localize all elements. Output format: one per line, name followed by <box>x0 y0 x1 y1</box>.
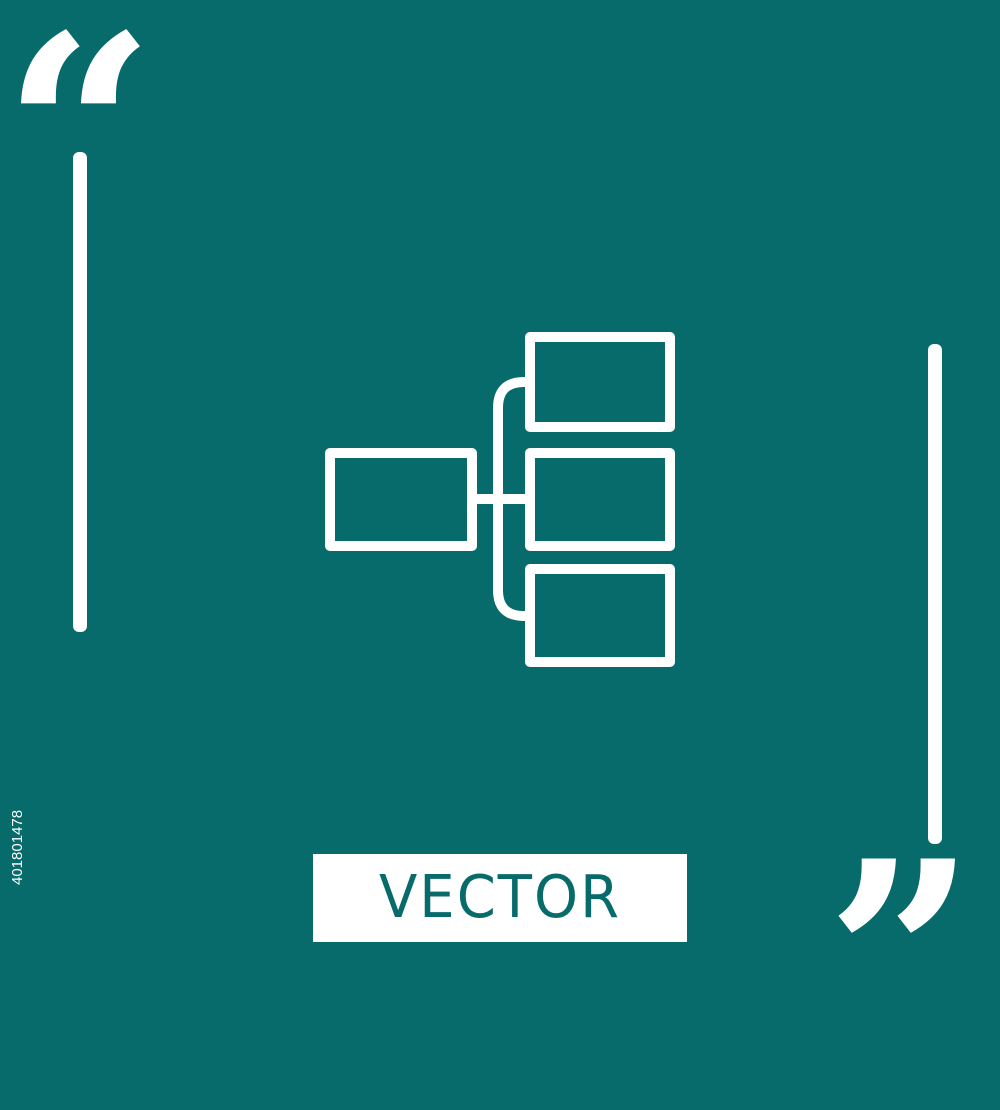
right-vertical-bar <box>928 344 942 844</box>
child-node-box-bottom <box>525 564 675 667</box>
image-id-label: 401801478 <box>9 809 26 885</box>
child-node-box-middle <box>525 448 675 551</box>
vector-badge: VECTOR <box>313 854 687 942</box>
root-node-box <box>325 448 477 551</box>
connector-lines <box>467 377 535 621</box>
close-quote-mark: ” <box>826 805 975 1110</box>
child-node-box-top <box>525 332 675 432</box>
left-vertical-bar <box>73 152 87 632</box>
hierarchy-chart-icon <box>325 332 675 667</box>
open-quote-mark: “ <box>2 0 155 284</box>
vector-label: VECTOR <box>379 863 621 932</box>
